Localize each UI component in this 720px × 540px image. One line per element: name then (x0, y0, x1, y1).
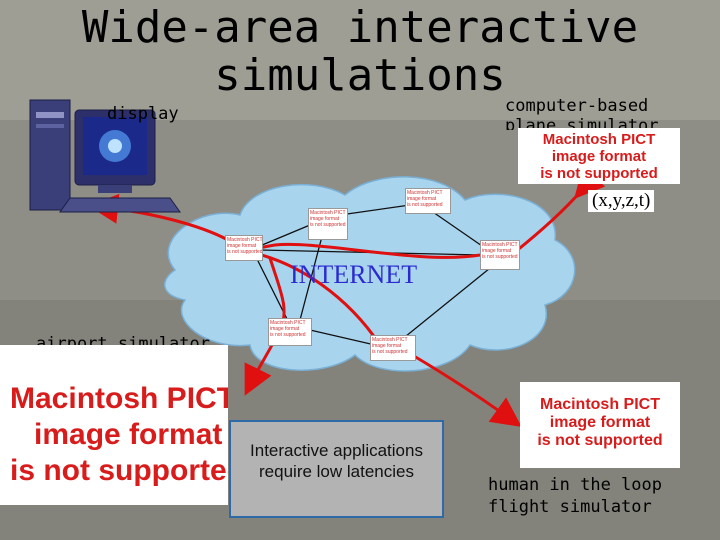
airport-simulator-label: airport simulator (36, 334, 210, 345)
pict-line2: image format (549, 414, 651, 431)
pict-line1: Macintosh PICT (539, 396, 660, 413)
flight-simulator-label: human in the loop flight simulator (488, 475, 662, 517)
internet-cloud (164, 176, 576, 372)
pict-line3: is not supported (10, 454, 228, 487)
computer-icon (29, 99, 181, 213)
pict-line1: Macintosh PICT (10, 382, 228, 415)
pict-line2: image format (34, 418, 223, 451)
flight-sim-image-placeholder: Macintosh PICT image format is not suppo… (520, 382, 680, 468)
plane-sim-image-placeholder: Macintosh PICT image format is not suppo… (518, 128, 680, 184)
pict-line1: Macintosh PICT (542, 131, 656, 148)
page-title-line2: simulations (214, 50, 506, 101)
pict-line3: is not supported (540, 165, 658, 182)
display-label: display (107, 104, 179, 124)
callout-line2: require low latencies (259, 462, 414, 481)
pict-line2: image format (551, 148, 647, 165)
plane-simulator-label: computer-based plane simulator (505, 96, 659, 130)
pict-line3: is not supported (537, 432, 663, 449)
latency-callout: Interactive applications require low lat… (229, 420, 444, 518)
coordinates-label: (x,y,z,t) (588, 190, 655, 212)
internet-label: INTERNET (290, 260, 418, 289)
airport-sim-image-placeholder: Macintosh PICT image format is not suppo… (0, 345, 228, 505)
callout-line1: Interactive applications (250, 441, 423, 460)
page-title-line1: Wide-area interactive (81, 2, 639, 53)
